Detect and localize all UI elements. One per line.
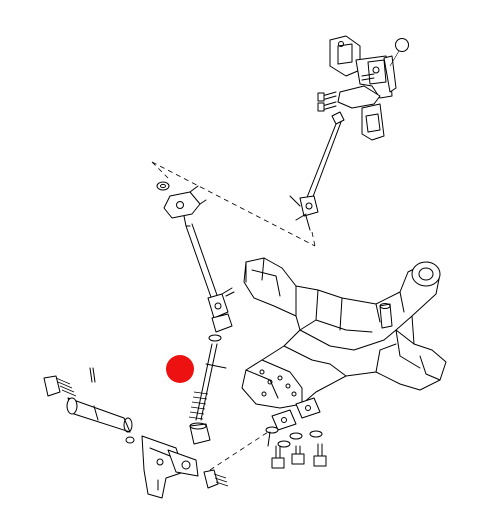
lower-rod-and-spring	[188, 334, 227, 445]
frame-holes	[259, 369, 297, 397]
washer-plate	[271, 397, 321, 431]
threaded-bolt	[43, 375, 77, 397]
assembly-dashed-lines-upper	[151, 161, 316, 247]
upper-bolts	[317, 73, 375, 112]
shift-handle-bracket	[141, 435, 229, 499]
bolt-1	[271, 445, 285, 469]
upper-shift-rod	[289, 111, 345, 231]
nut	[156, 181, 170, 191]
upper-bracket-assembly	[317, 35, 409, 141]
bolt-3	[313, 443, 327, 467]
mid-shift-rod	[156, 181, 235, 333]
assembly-dashed-lines-lower	[209, 431, 269, 471]
highlight-marker	[166, 355, 194, 383]
frame-mounting-bolts	[265, 397, 327, 469]
spring	[188, 391, 209, 420]
main-frame-casting	[241, 257, 447, 409]
left-pin-assembly	[43, 367, 135, 444]
callout-circle	[395, 38, 409, 52]
handle-bolt	[203, 469, 229, 489]
bolt-2	[291, 445, 305, 465]
eye-boss	[411, 261, 441, 287]
